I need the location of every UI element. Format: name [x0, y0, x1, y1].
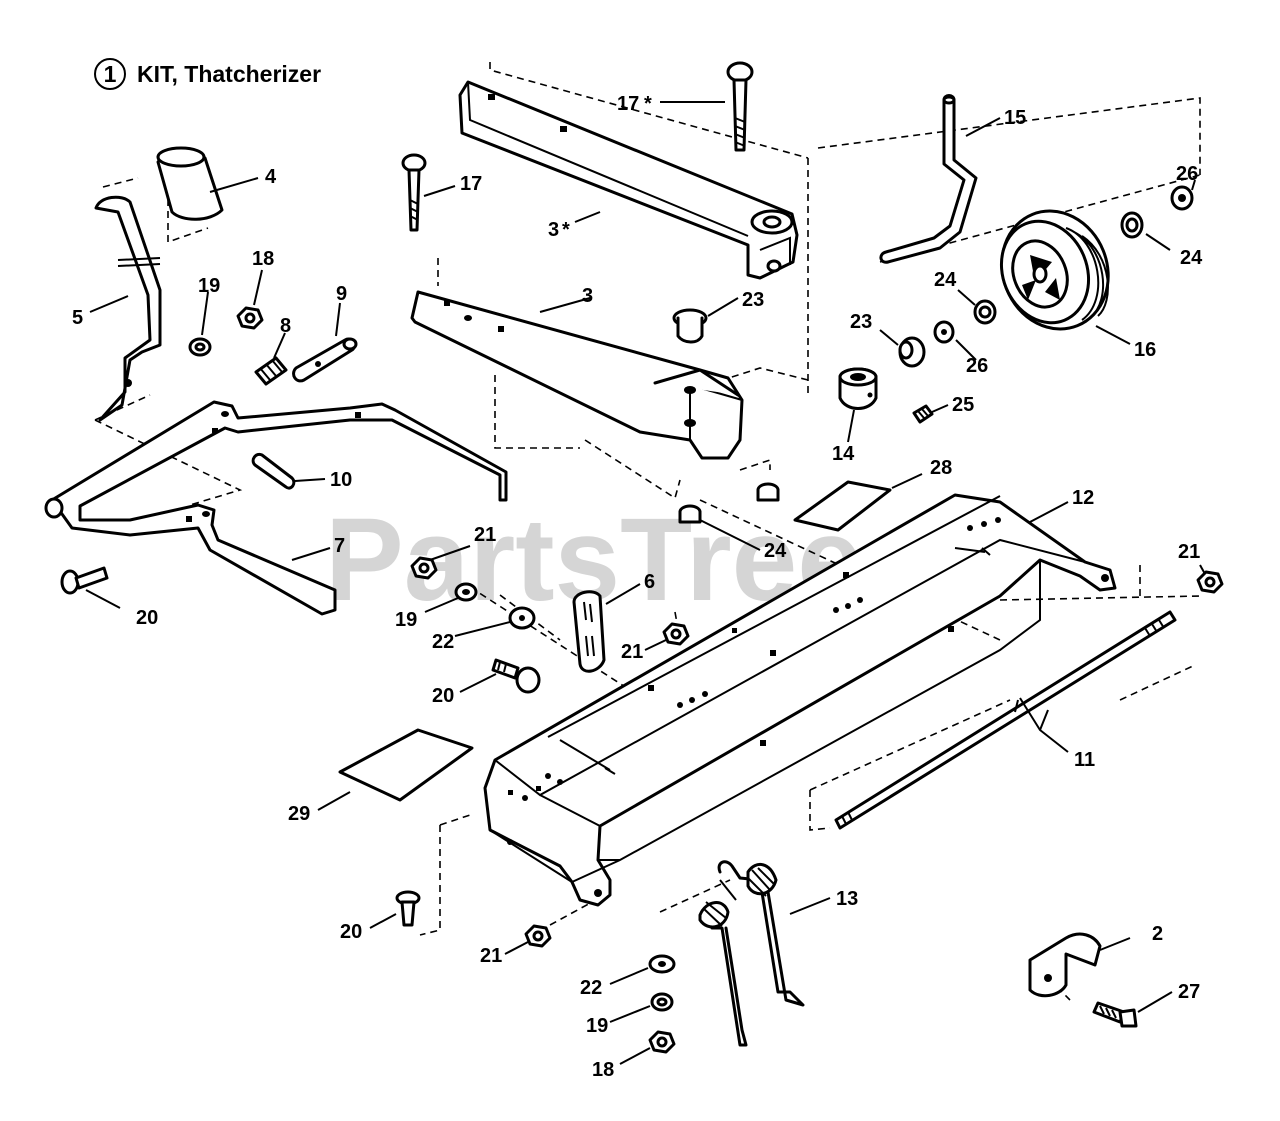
- nut-21-a: [410, 556, 438, 580]
- callout-24-lower: 24: [764, 540, 787, 562]
- lever-5: [94, 195, 162, 422]
- callout-25: 25: [952, 394, 974, 416]
- callout-9: 9: [336, 283, 347, 305]
- leader-lines: [85, 101, 1206, 1065]
- callout-19-middle: 19: [395, 609, 417, 631]
- bushing-24-lower-b: [678, 504, 702, 524]
- callout-29: 29: [288, 803, 310, 825]
- nut-21-c: [1196, 570, 1224, 594]
- callout-26-left: 26: [966, 355, 988, 377]
- callout-labels: 17 * 3 * 17 3 23 4 5 18 19 8 9 10 7 20 1…: [72, 93, 1203, 1081]
- callout-21-left: 21: [474, 524, 496, 546]
- callout-3-upper-star: *: [562, 219, 570, 241]
- callout-13: 13: [836, 888, 858, 910]
- callout-10: 10: [330, 469, 352, 491]
- callout-18-top: 18: [252, 248, 274, 270]
- tines-13: [698, 860, 805, 1047]
- callout-14: 14: [832, 443, 855, 465]
- decal-28: [793, 480, 892, 532]
- nut-18-top: [236, 306, 264, 330]
- callout-20-middle: 20: [432, 685, 454, 707]
- callout-17-upper: 17: [617, 93, 639, 115]
- kit-title: KIT, Thatcherizer: [137, 61, 321, 87]
- bolt-20-lower: [395, 890, 421, 927]
- callout-21-lower: 21: [480, 945, 502, 967]
- bolt-20-middle: [491, 658, 541, 694]
- callout-23-right: 23: [850, 311, 872, 333]
- frame-7: [44, 400, 508, 616]
- axle-15: [879, 94, 978, 264]
- adjuster-plate-6: [572, 590, 606, 673]
- header: 1 KIT, Thatcherizer: [94, 58, 321, 90]
- bolt-17-upper: [726, 61, 754, 152]
- bushing-23-right: [898, 336, 926, 368]
- nut-21-d: [524, 924, 552, 948]
- washer-19-b: [454, 582, 478, 602]
- clip-2: [1028, 932, 1102, 998]
- washer-19-top: [188, 337, 212, 357]
- callout-17-lower: 17: [460, 173, 482, 195]
- wheel-16: [999, 209, 1110, 331]
- pin-9: [292, 337, 358, 383]
- callout-22-upper: 22: [432, 631, 454, 653]
- callout-11: 11: [1074, 749, 1095, 771]
- callout-19-lower: 19: [586, 1015, 608, 1037]
- callout-2: 2: [1152, 923, 1163, 945]
- spring-8: [254, 356, 288, 386]
- sleeve-4: [156, 146, 224, 221]
- rod-11: [834, 610, 1177, 830]
- screw-27: [1092, 1001, 1138, 1028]
- bushing-23-top: [672, 308, 708, 344]
- callout-17-upper-star: *: [644, 93, 652, 115]
- callout-20-left: 20: [136, 607, 158, 629]
- callout-21-middle: 21: [621, 641, 643, 663]
- upper-arm-bracket: [458, 80, 799, 280]
- callout-3-lower: 3: [582, 285, 593, 307]
- callout-22-lower: 22: [580, 977, 602, 999]
- callout-26-right: 26: [1176, 163, 1198, 185]
- kit-number: 1: [104, 61, 117, 87]
- bushing-24-right: [1120, 211, 1144, 239]
- decal-29: [338, 728, 474, 802]
- nut-18-bottom: [648, 1030, 676, 1054]
- collar-14: [838, 367, 878, 410]
- callout-19-top: 19: [198, 275, 220, 297]
- bolt-17-lower: [401, 153, 427, 232]
- bolt-20-left: [60, 566, 109, 595]
- bushing-24-lower-a: [756, 482, 780, 502]
- callout-4: 4: [265, 166, 277, 188]
- bushing-24-left: [973, 299, 997, 325]
- callout-8: 8: [280, 315, 291, 337]
- setscrew-25: [912, 404, 934, 424]
- callout-12: 12: [1072, 487, 1094, 509]
- housing-12: [483, 493, 1117, 907]
- nut-21-b: [662, 622, 690, 646]
- washer-22-a: [508, 606, 536, 630]
- callout-15: 15: [1004, 107, 1026, 129]
- callout-18-lower: 18: [592, 1059, 614, 1081]
- washer-19-c: [650, 992, 674, 1012]
- washer-26-left: [933, 320, 955, 344]
- washer-22-b: [648, 954, 676, 974]
- callout-5: 5: [72, 307, 83, 329]
- callout-27: 27: [1178, 981, 1200, 1003]
- callout-24-left: 24: [934, 269, 957, 291]
- kit-number-circle: [94, 58, 126, 90]
- callout-21-right: 21: [1178, 541, 1200, 563]
- callout-16: 16: [1134, 339, 1156, 361]
- callout-20-lower: 20: [340, 921, 362, 943]
- callout-24-right: 24: [1180, 247, 1203, 269]
- callout-7: 7: [334, 535, 345, 557]
- washer-26-right: [1170, 185, 1194, 211]
- callout-28: 28: [930, 457, 952, 479]
- callout-23-top: 23: [742, 289, 764, 311]
- callout-6: 6: [644, 571, 655, 593]
- lower-arm: [410, 290, 744, 460]
- callout-3-upper: 3: [548, 219, 559, 241]
- pin-10: [251, 452, 296, 490]
